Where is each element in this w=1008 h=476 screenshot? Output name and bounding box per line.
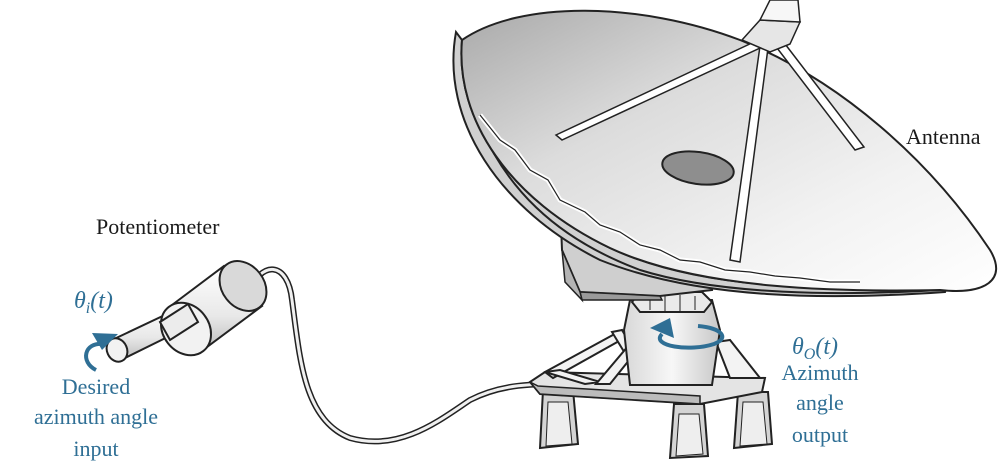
input-desc-line-2: azimuth angle [34, 404, 158, 429]
antenna-label: Antenna [906, 124, 981, 149]
input-desc-line-3: input [73, 436, 118, 461]
dish-reflector [461, 11, 996, 291]
output-desc-line-3: output [792, 422, 848, 447]
output-desc-line-2: angle [796, 390, 844, 415]
output-angle-symbol: θO(t) [792, 334, 838, 363]
potentiometer-label: Potentiometer [96, 214, 220, 239]
cable-highlight [246, 269, 580, 441]
potentiometer [103, 252, 276, 365]
cable [246, 269, 580, 441]
input-desc-line-1: Desired [62, 374, 130, 399]
input-angle-symbol: θi(t) [74, 288, 113, 317]
output-desc-line-1: Azimuth [782, 360, 859, 385]
antenna-tower [624, 292, 720, 385]
